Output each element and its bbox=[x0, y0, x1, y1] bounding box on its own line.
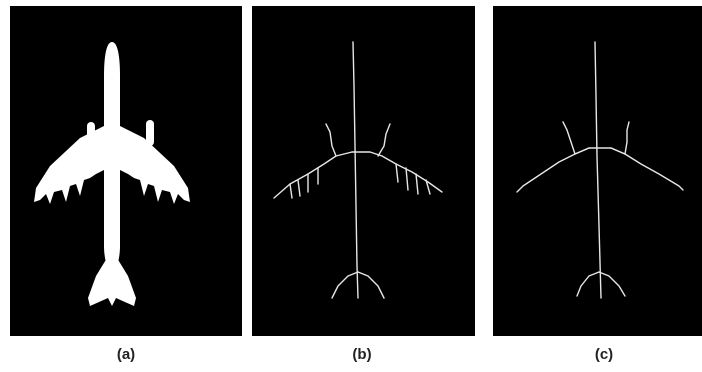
right-wing-line bbox=[610, 147, 684, 191]
left-wing-line bbox=[273, 151, 353, 199]
right-spur-line bbox=[425, 179, 431, 195]
tail-right-line bbox=[598, 271, 626, 297]
tail-left-line bbox=[331, 271, 359, 299]
left-engine-line bbox=[325, 123, 337, 157]
left-wing-line bbox=[516, 147, 590, 193]
caption-a: (a) bbox=[116, 346, 136, 363]
airplane-skeleton-pruned bbox=[516, 41, 684, 299]
tail-left-line bbox=[576, 271, 600, 297]
left-spur-line bbox=[297, 179, 301, 197]
spine-line bbox=[594, 41, 602, 299]
caption-c: (c) bbox=[594, 346, 614, 363]
engine-left-shape bbox=[87, 122, 95, 148]
right-engine-line bbox=[377, 123, 391, 157]
tail-right-line bbox=[357, 271, 385, 299]
right-spur-line bbox=[405, 167, 409, 191]
panel-b-skeleton-image bbox=[252, 6, 475, 336]
airplane-skeleton-detailed bbox=[273, 41, 443, 299]
right-spur-line bbox=[415, 173, 419, 195]
right-engine-line bbox=[624, 121, 630, 155]
right-spur-line bbox=[395, 163, 399, 183]
panel-a-silhouette-image bbox=[10, 6, 242, 336]
airplane-silhouette bbox=[34, 42, 190, 306]
left-spur-line bbox=[289, 183, 293, 199]
spine-line bbox=[352, 41, 359, 299]
tail-shape bbox=[88, 258, 136, 306]
engine-right-shape bbox=[146, 120, 154, 146]
caption-b: (b) bbox=[352, 346, 372, 363]
left-engine-line bbox=[562, 121, 576, 155]
panel-c-skeleton-image bbox=[493, 6, 702, 336]
crossbar-line bbox=[574, 147, 626, 155]
